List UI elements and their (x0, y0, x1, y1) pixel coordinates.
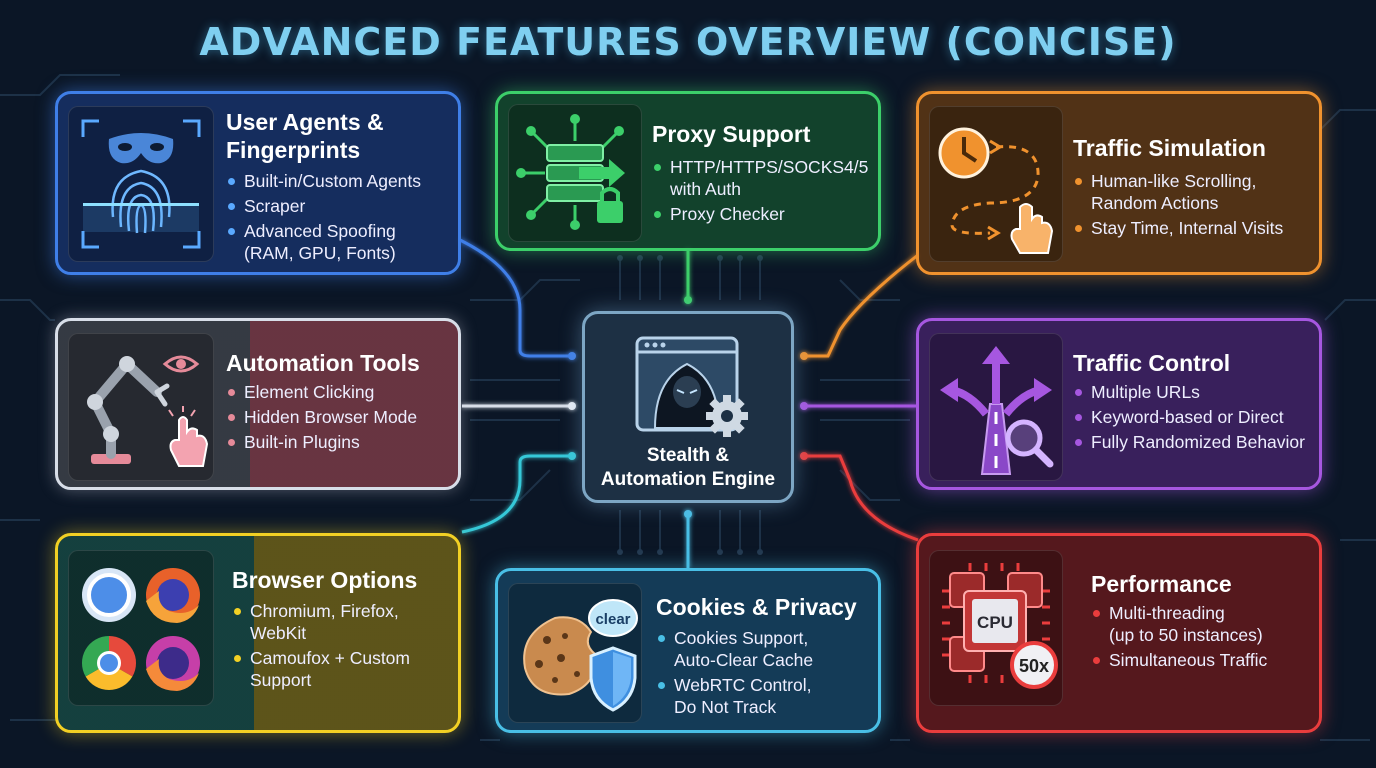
feature-list: Multiple URLs Keyword-based or Direct Fu… (1073, 381, 1305, 456)
list-item-text: (up to 50 instances) (1109, 625, 1263, 645)
list-item: Stay Time, Internal Visits (1073, 217, 1283, 239)
feature-list: Cookies Support, Auto-Clear Cache WebRTC… (656, 627, 813, 721)
list-item-text: Human-like Scrolling, (1091, 171, 1257, 191)
feature-list: Human-like Scrolling, Random Actions Sta… (1073, 170, 1283, 242)
center-engine: Stealth & Automation Engine (582, 311, 794, 503)
card-cookies-privacy: clear Cookies & Privacy Cookies Support,… (495, 568, 881, 733)
list-item: Built-in/Custom Agents (226, 170, 421, 192)
list-item-continuation: Auto-Clear Cache (656, 649, 813, 671)
engine-label-line2: Automation Engine (600, 469, 776, 490)
list-item: Multi-threading (1091, 602, 1267, 624)
list-item-continuation: WebKit (232, 622, 410, 644)
feature-list: Element Clicking Hidden Browser Mode Bui… (226, 381, 417, 456)
card-title-line1: User Agents & (226, 109, 384, 135)
list-item-text: (RAM, GPU, Fonts) (244, 243, 396, 263)
icon-panel (68, 106, 214, 262)
list-item-text: WebRTC Control, (674, 675, 812, 695)
list-item: Keyword-based or Direct (1073, 406, 1305, 428)
road-arrows-search-icon (940, 346, 1054, 475)
feature-list: Built-in/Custom Agents Scraper Advanced … (226, 170, 421, 267)
list-item-text: Auto-Clear Cache (674, 650, 814, 670)
card-traffic-control: Traffic Control Multiple URLs Keyword-ba… (916, 318, 1322, 490)
card-browser-options: Browser Options Chromium, Firefox, WebKi… (55, 533, 461, 733)
icon-panel (68, 550, 214, 706)
card-automation-tools: Automation Tools Element Clicking Hidden… (55, 318, 461, 490)
list-item-text: WebKit (250, 623, 307, 643)
speed-badge: 50x (1019, 656, 1049, 676)
list-item-text: Do Not Track (674, 697, 777, 717)
list-item-text: Random Actions (1091, 193, 1219, 213)
icon-panel (929, 106, 1063, 262)
card-performance: CPU 50x Performance Multi-threading (up … (916, 533, 1322, 733)
card-title: Traffic Control (1073, 350, 1231, 376)
hooded-hacker-window-gear-icon (635, 336, 748, 437)
list-item: Chromium, Firefox, (232, 600, 410, 622)
list-item: Cookies Support, (656, 627, 813, 649)
list-item: Proxy Checker (652, 203, 868, 225)
list-item-continuation: (up to 50 instances) (1091, 624, 1267, 646)
mask-fingerprint-scan-icon (81, 119, 201, 249)
card-traffic-simulation: Traffic Simulation Human-like Scrolling,… (916, 91, 1322, 275)
card-proxy-support: Proxy Support HTTP/HTTPS/SOCKS4/5 with A… (495, 91, 881, 251)
browser-logos-icon (81, 568, 200, 691)
list-item-text: HTTP/HTTPS/SOCKS4/5 (670, 157, 869, 177)
icon-panel (68, 333, 214, 481)
list-item-text: with Auth (670, 179, 742, 199)
robot-arm-eye-click-icon (87, 355, 209, 467)
feature-list: Multi-threading (up to 50 instances) Sim… (1091, 602, 1267, 674)
card-title: Browser Options (232, 567, 418, 593)
list-item: Camoufox + Custom (232, 647, 410, 669)
list-item: Simultaneous Traffic (1091, 649, 1267, 671)
list-item: HTTP/HTTPS/SOCKS4/5 (652, 156, 868, 178)
list-item-continuation: (RAM, GPU, Fonts) (226, 242, 421, 264)
list-item-text: Chromium, Firefox, (250, 601, 399, 621)
icon-panel: clear (508, 583, 642, 723)
card-title: Automation Tools (226, 350, 420, 376)
card-user-agents: User Agents & Fingerprints Built-in/Cust… (55, 91, 461, 275)
clear-badge: clear (595, 611, 630, 628)
feature-list: HTTP/HTTPS/SOCKS4/5 with Auth Proxy Chec… (652, 156, 868, 228)
list-item-continuation: Random Actions (1073, 192, 1283, 214)
list-item: Multiple URLs (1073, 381, 1305, 403)
card-title: Performance (1091, 571, 1232, 597)
engine-label-line1: Stealth & (646, 445, 730, 466)
card-title: Proxy Support (652, 121, 811, 147)
list-item: Fully Randomized Behavior (1073, 431, 1305, 453)
list-item: Advanced Spoofing (226, 220, 421, 242)
engine-label: Stealth & Automation Engine (585, 444, 791, 492)
clock-path-hand-icon (938, 127, 1054, 254)
list-item-text: Camoufox + Custom (250, 648, 410, 668)
list-item: Hidden Browser Mode (226, 406, 417, 428)
icon-panel (929, 333, 1063, 481)
list-item: Built-in Plugins (226, 431, 417, 453)
server-network-lock-icon (516, 114, 625, 230)
list-item: Element Clicking (226, 381, 417, 403)
list-item: Human-like Scrolling, (1073, 170, 1283, 192)
list-item-continuation: Support (232, 669, 410, 691)
icon-panel: CPU 50x (929, 550, 1063, 706)
card-title: Traffic Simulation (1073, 135, 1266, 161)
cpu-chips-icon: CPU 50x (942, 563, 1058, 689)
list-item: Scraper (226, 195, 421, 217)
feature-list: Chromium, Firefox, WebKit Camoufox + Cus… (232, 600, 410, 694)
list-item-text: Advanced Spoofing (244, 221, 396, 241)
icon-panel (508, 104, 642, 242)
list-item-text: Cookies Support, (674, 628, 809, 648)
card-title: User Agents & Fingerprints (226, 108, 384, 164)
cpu-label: CPU (977, 613, 1013, 632)
card-title-line2: Fingerprints (226, 137, 361, 163)
cookie-shield-clear-icon: clear (523, 599, 638, 712)
list-item-continuation: Do Not Track (656, 696, 813, 718)
list-item-text: Support (250, 670, 312, 690)
list-item-text: Multi-threading (1109, 603, 1225, 623)
card-title: Cookies & Privacy (656, 594, 857, 620)
list-item-continuation: with Auth (652, 178, 868, 200)
page-title: ADVANCED FEATURES OVERVIEW (CONCISE) (199, 20, 1177, 64)
list-item: WebRTC Control, (656, 674, 813, 696)
